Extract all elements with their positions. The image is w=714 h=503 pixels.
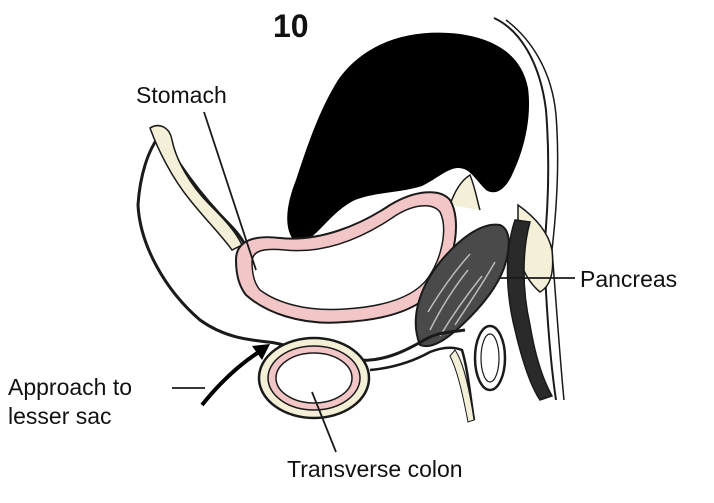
stomach-label: Stomach — [136, 82, 227, 109]
kidney-inner — [481, 334, 499, 382]
pancreas-label: Pancreas — [580, 266, 677, 293]
lesser-omentum — [450, 175, 480, 210]
mesocolon-tissue — [450, 350, 474, 422]
approach-label-line2: lesser sac — [8, 402, 132, 431]
approach-arrow-shaft — [202, 350, 262, 405]
approach-label: Approach to lesser sac — [8, 373, 132, 431]
approach-label-line1: Approach to — [8, 373, 132, 402]
transverse-colon-label: Transverse colon — [287, 456, 463, 483]
